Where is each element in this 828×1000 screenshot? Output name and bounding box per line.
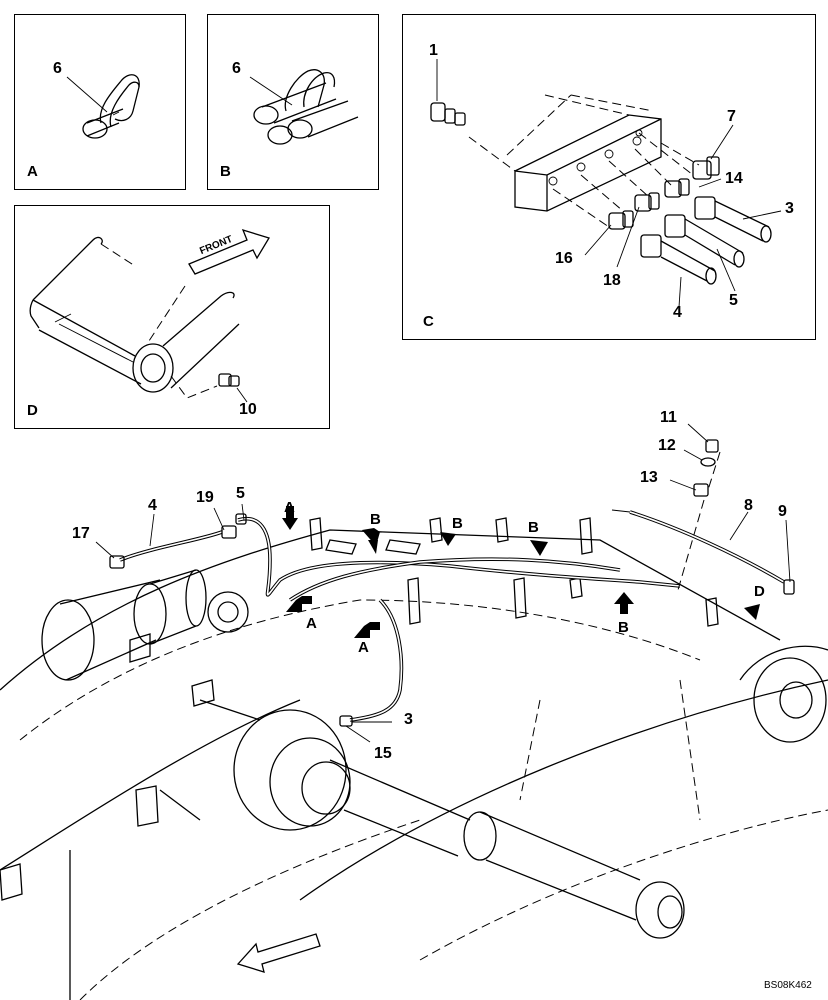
callout-4-main: 4 — [148, 497, 157, 514]
callout-9: 9 — [778, 503, 787, 520]
boom-pin-drawing — [29, 228, 270, 403]
view-label-d: D — [754, 583, 765, 600]
callout-16: 16 — [555, 250, 573, 267]
callout-7: 7 — [727, 108, 736, 125]
callout-10: 10 — [239, 401, 257, 418]
panel-label-c: C — [423, 313, 434, 330]
panel-label-a: A — [27, 163, 38, 180]
view-arrow-icon — [282, 506, 760, 638]
reference-code: BS08K462 — [764, 980, 812, 991]
callout-15: 15 — [374, 745, 392, 762]
direction-arrow-icon — [236, 933, 321, 973]
callout-1: 1 — [429, 42, 438, 59]
detail-panel-a: 6 A — [14, 14, 186, 190]
view-label-a-2: A — [306, 615, 317, 632]
manifold-block-drawing — [430, 59, 782, 308]
callout-3-c: 3 — [785, 200, 794, 217]
callout-19: 19 — [196, 489, 214, 506]
clamp-b-drawing — [249, 69, 359, 145]
callout-5-c: 5 — [729, 292, 738, 309]
callout-6-b: 6 — [232, 60, 241, 77]
callout-5-main: 5 — [236, 485, 245, 502]
view-label-b-4: B — [618, 619, 629, 636]
callout-11: 11 — [660, 409, 677, 426]
view-label-b-1: B — [370, 511, 381, 528]
view-label-a-1: A — [284, 499, 295, 516]
callout-3-main: 3 — [404, 711, 413, 728]
panel-label-b: B — [220, 163, 231, 180]
detail-panel-d: FRONT 10 D — [14, 205, 330, 429]
detail-panel-c: 1 7 14 3 16 18 4 5 C — [402, 14, 816, 340]
callout-8: 8 — [744, 497, 753, 514]
callout-17: 17 — [72, 525, 90, 542]
clamp-a-drawing — [66, 74, 140, 139]
callout-13: 13 — [640, 469, 658, 486]
callout-18: 18 — [603, 272, 621, 289]
callout-4-c: 4 — [673, 304, 682, 321]
view-label-a-3: A — [358, 639, 369, 656]
panel-label-d: D — [27, 402, 38, 419]
callout-12: 12 — [658, 437, 676, 454]
callout-6-a: 6 — [53, 60, 62, 77]
view-label-b-3: B — [528, 519, 539, 536]
view-label-b-2: B — [452, 515, 463, 532]
front-arrow-icon — [188, 228, 270, 275]
callout-14: 14 — [725, 170, 743, 187]
detail-panel-b: 6 B — [207, 14, 379, 190]
